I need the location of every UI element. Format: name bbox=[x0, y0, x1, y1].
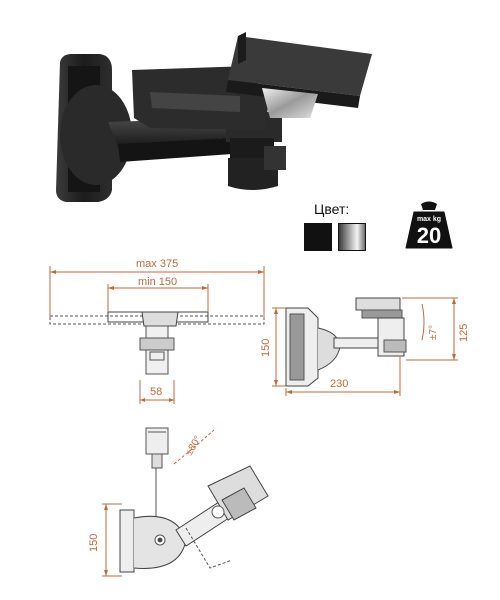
dimension-max-width: max 375 bbox=[136, 258, 179, 270]
dimension-min-width: min 150 bbox=[138, 276, 178, 288]
dimension-tilt: ±7° bbox=[428, 324, 439, 340]
dimension-reach: 230 bbox=[330, 378, 349, 390]
dimension-height-side: 150 bbox=[260, 338, 272, 357]
dimension-depth: 58 bbox=[150, 386, 163, 398]
color-label: Цвет: bbox=[314, 201, 350, 217]
color-swatch-silver[interactable] bbox=[338, 223, 366, 251]
dimension-total-height: 125 bbox=[458, 323, 470, 342]
dimension-height-bottom: 150 bbox=[88, 533, 100, 552]
color-swatch-black[interactable] bbox=[304, 223, 332, 251]
max-weight-icon: max kg 20 bbox=[404, 200, 454, 250]
max-weight-caption: max kg bbox=[416, 216, 442, 223]
max-weight-value: 20 bbox=[416, 223, 442, 248]
